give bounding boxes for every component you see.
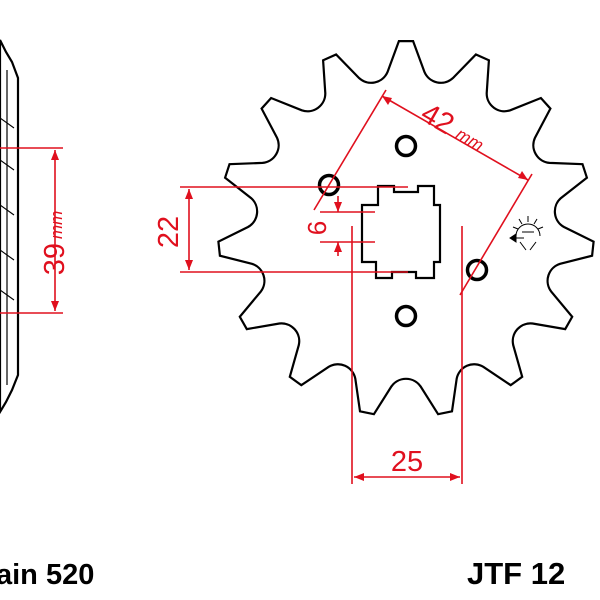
sprocket-outline — [217, 40, 595, 416]
chain-size-label: ain 520 — [0, 559, 94, 591]
bolt-holes — [317, 134, 489, 328]
svg-text:mm: mm — [453, 124, 487, 155]
spline-height-label: 22 — [153, 216, 185, 248]
spline-width-label: 25 — [391, 446, 423, 478]
part-number-label: JTF 12 — [467, 556, 565, 591]
spline-width-dimension — [351, 226, 463, 484]
spline-hole — [360, 184, 442, 280]
spline-height-dimension — [180, 186, 408, 273]
svg-text:39: 39 — [39, 243, 71, 275]
bolt-hole-dimension — [320, 196, 375, 256]
side-width-dimension — [0, 147, 63, 314]
bolt-hole-bottom — [394, 304, 418, 328]
svg-text:42: 42 — [415, 97, 459, 141]
side-profile — [0, 39, 63, 415]
bolt-hole-label: 6 — [302, 221, 332, 235]
bolt-hole-left — [317, 173, 341, 197]
side-width-label: 39 mm — [39, 211, 71, 276]
pitch-circle-label: 42 mm — [415, 97, 487, 155]
sun-arrow-icon — [509, 216, 544, 251]
pitch-circle-dimension — [313, 89, 533, 296]
bolt-hole-right — [465, 258, 489, 282]
svg-text:mm: mm — [47, 211, 66, 239]
bolt-hole-top — [394, 134, 418, 158]
